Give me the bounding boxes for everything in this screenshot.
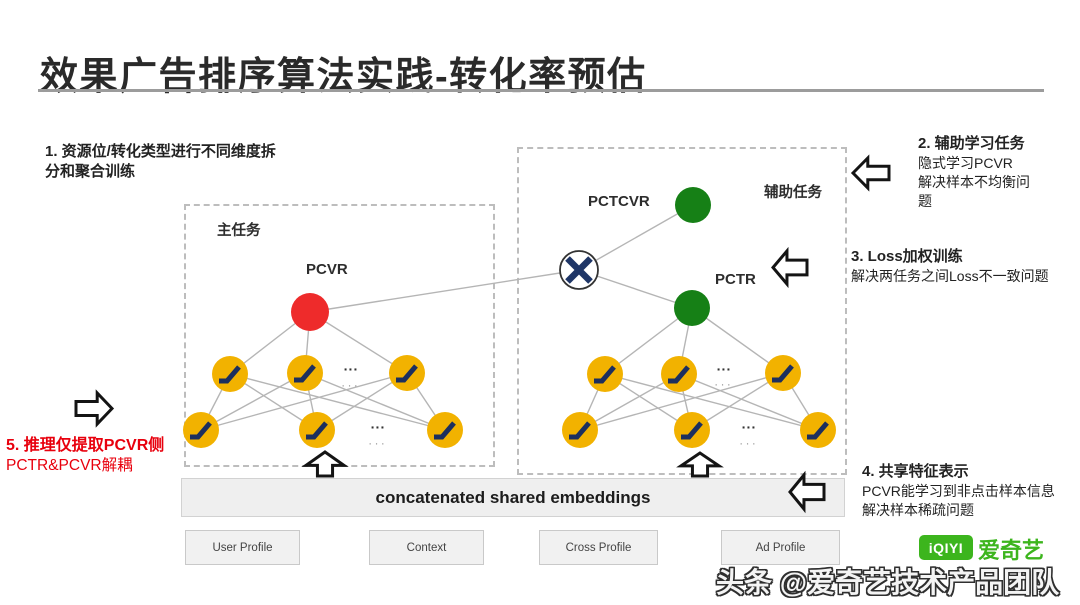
ellipsis-dots: ... [739,433,759,448]
annotation-2-line: 题 [918,193,932,209]
embeddings-bar-label: concatenated shared embeddings [375,487,651,507]
main-task-box [184,204,495,467]
embeddings-bar: concatenated shared embeddings [181,478,845,517]
arrow-left-icon [850,154,891,192]
ellipsis-dots: ... [741,415,757,432]
watermark-text: 头条 @爱奇艺技术产品团队 [716,567,1060,598]
input-box-ad-profile: Ad Profile [721,530,840,565]
iqiyi-logo-icon: iQIYI [919,535,973,560]
annotation-3-line: 解决两任务之间Loss不一致问题 [851,268,1049,284]
annotation-2-heading: 2. 辅助学习任务 [918,135,1025,152]
pctcvr-label: PCTCVR [588,193,650,210]
annotation-4: 4. 共享特征表示 PCVR能学习到非点击样本信息 解决样本稀疏问题 [862,462,1055,520]
ellipsis-dots: ... [368,433,388,448]
annotation-2: 2. 辅助学习任务 隐式学习PCVR 解决样本不均衡问 题 [918,134,1030,211]
ellipsis-dots: ... [714,374,734,389]
annotation-5-line: PCTR&PCVR解耦 [6,457,133,474]
annotation-1-line: 1. 资源位/转化类型进行不同维度拆 [45,143,276,160]
iqiyi-logo-cn: 爱奇艺 [978,538,1045,563]
annotation-4-heading: 4. 共享特征表示 [862,463,969,480]
annotation-5-heading: 5. 推理仅提取PCVR侧 [6,437,165,454]
annotation-2-line: 隐式学习PCVR [918,155,1013,171]
annotation-1: 1. 资源位/转化类型进行不同维度拆 分和聚合训练 [45,142,276,182]
annotation-1-line: 分和聚合训练 [45,163,136,180]
pcvr-label: PCVR [306,261,348,278]
title-divider [38,89,1044,92]
ellipsis-dots: ... [370,415,386,432]
input-box-context: Context [369,530,484,565]
annotation-3-heading: 3. Loss加权训练 [851,248,963,265]
annotation-2-line: 解决样本不均衡问 [918,174,1030,190]
aux-task-label: 辅助任务 [764,185,822,201]
annotation-5: 5. 推理仅提取PCVR侧 PCTR&PCVR解耦 [6,436,164,476]
ellipsis-dots: ... [343,357,359,374]
arrow-right-icon [74,389,115,428]
page-title: 效果广告排序算法实践-转化率预估 [40,56,647,99]
annotation-4-line: 解决样本稀疏问题 [862,502,974,518]
input-box-user-profile: User Profile [185,530,300,565]
annotation-4-line: PCVR能学习到非点击样本信息 [862,483,1055,499]
iqiyi-logo-text: iQIYI [928,539,964,556]
ellipsis-dots: ... [716,357,732,374]
ellipsis-dots: ... [341,375,361,390]
annotation-3: 3. Loss加权训练 解决两任务之间Loss不一致问题 [851,247,1049,286]
pctr-label: PCTR [715,271,756,288]
input-box-cross-profile: Cross Profile [539,530,658,565]
main-task-label: 主任务 [217,223,261,239]
